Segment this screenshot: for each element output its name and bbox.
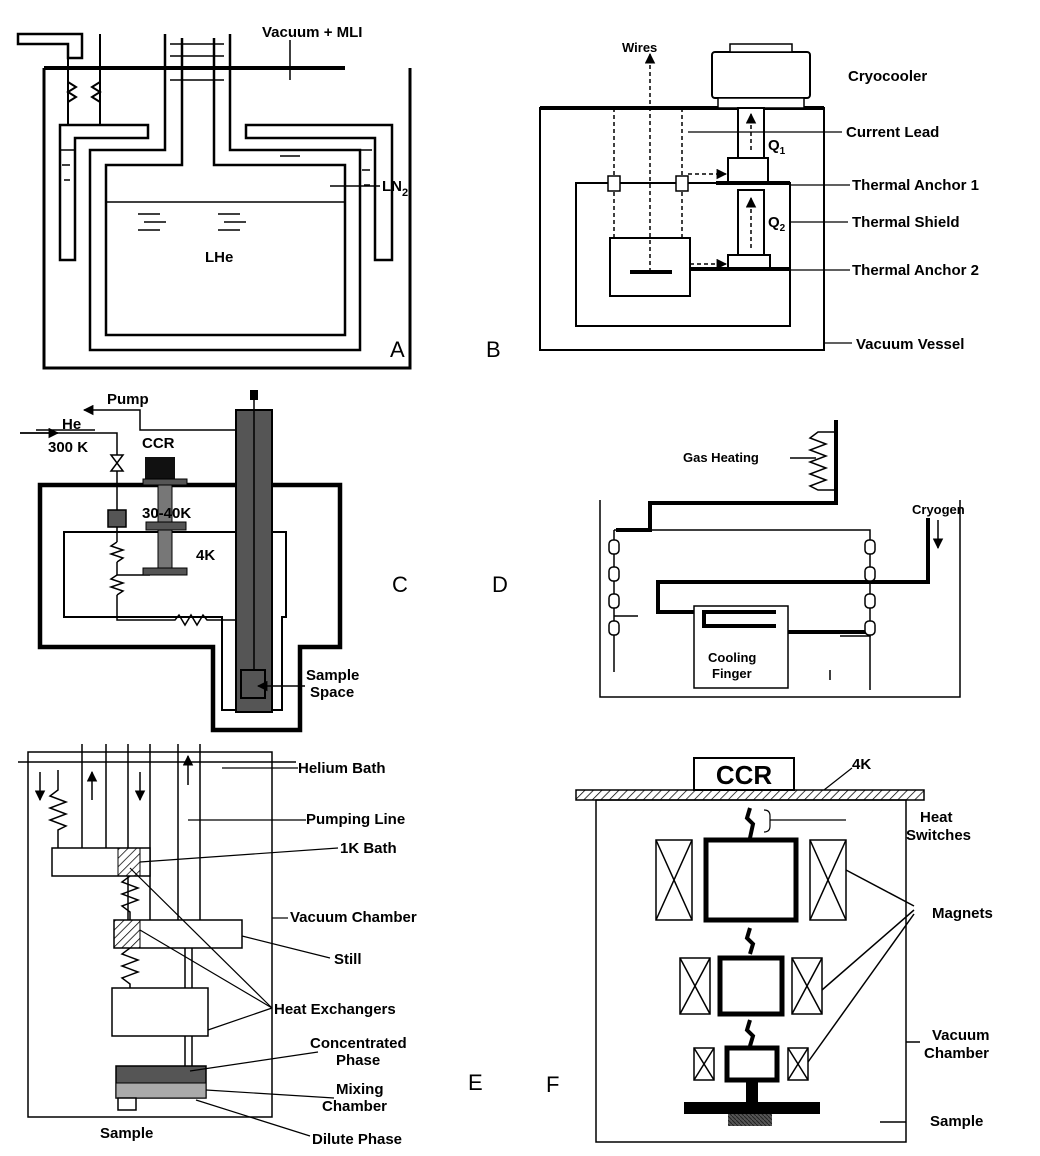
- label-space: Space: [310, 684, 354, 701]
- cryocooler: [711, 51, 811, 99]
- panel-a: Vacuum + MLI LN2 LHe A: [16, 24, 412, 370]
- anchor2-block: [727, 254, 771, 270]
- label-heat: Heat: [920, 809, 953, 826]
- valve-icon: [109, 454, 125, 472]
- vessel-d: [599, 500, 961, 698]
- label-q2: Q2: [768, 214, 786, 234]
- label-cooling: Cooling: [708, 650, 756, 665]
- label-he: He: [62, 416, 81, 433]
- label-vacuum-vessel: Vacuum Vessel: [856, 336, 964, 353]
- label-wires: Wires: [622, 40, 657, 55]
- panel-letter-f: F: [546, 1072, 559, 1097]
- label-sample-f: Sample: [930, 1113, 983, 1130]
- label-switches: Switches: [906, 827, 971, 844]
- fill-line: [16, 32, 84, 60]
- label-1k-bath: 1K Bath: [340, 840, 397, 857]
- label-phase: Phase: [336, 1052, 380, 1069]
- label-4k: 4K: [196, 547, 215, 564]
- label-q1: Q1: [768, 137, 786, 157]
- stage-2: [717, 955, 785, 1017]
- label-4k-f: 4K: [852, 756, 871, 773]
- label-vacuum-chamber-e: Vacuum Chamber: [290, 909, 417, 926]
- label-gas-heating: Gas Heating: [683, 450, 759, 465]
- label-cryogen: Cryogen: [912, 502, 965, 517]
- ccr-box: [693, 757, 795, 791]
- label-helium-bath: Helium Bath: [298, 760, 386, 777]
- panel-d: Gas Heating Cryogen Cooling Finger D: [492, 420, 965, 698]
- label-concentrated: Concentrated: [310, 1035, 407, 1052]
- label-pump: Pump: [107, 391, 149, 408]
- outer-vessel: [42, 68, 412, 370]
- label-lhe: LHe: [205, 249, 233, 266]
- sample-stage-f: [684, 1102, 820, 1114]
- label-ccr-f: CCR: [716, 760, 773, 790]
- label-thermal-anchor-2: Thermal Anchor 2: [852, 262, 979, 279]
- label-sample-e: Sample: [100, 1125, 153, 1142]
- label-vacuum-f: Vacuum: [932, 1027, 990, 1044]
- label-30-40k: 30-40K: [142, 505, 191, 522]
- label-pumping-line: Pumping Line: [306, 811, 405, 828]
- panel-letter-c: C: [392, 572, 408, 597]
- lhe-vessel: [104, 38, 347, 337]
- ccr-head: [145, 457, 175, 479]
- label-ccr: CCR: [142, 435, 175, 452]
- label-thermal-anchor-1: Thermal Anchor 1: [852, 177, 979, 194]
- label-current-lead: Current Lead: [846, 124, 939, 141]
- panel-c: Pump He 300 K CCR 30-40K 4K Sample Space…: [20, 390, 408, 733]
- panel-e: Helium Bath Pumping Line 1K Bath Vacuum …: [18, 744, 483, 1148]
- label-still: Still: [334, 951, 362, 968]
- bellows-right: [90, 81, 102, 103]
- panel-b: Wires Cryocooler Current Lead Q1 Thermal…: [486, 40, 979, 362]
- label-finger: Finger: [712, 666, 752, 681]
- label-chamber-f: Chamber: [924, 1045, 989, 1062]
- label-cryocooler: Cryocooler: [848, 68, 927, 85]
- cold-plate-4k: [575, 789, 925, 801]
- label-dilute-phase: Dilute Phase: [312, 1131, 402, 1148]
- label-ln2: LN2: [382, 178, 408, 199]
- outer-vacuum-can: [37, 482, 343, 733]
- label-300k: 300 K: [48, 439, 88, 456]
- panel-letter-d: D: [492, 572, 508, 597]
- label-vacuum-mli: Vacuum + MLI: [262, 24, 362, 41]
- inner-vessel: [88, 34, 362, 352]
- label-chamber: Chamber: [322, 1098, 387, 1115]
- anchor1-block: [727, 157, 769, 184]
- label-thermal-shield: Thermal Shield: [852, 214, 960, 231]
- label-sample: Sample: [306, 667, 359, 684]
- label-magnets: Magnets: [932, 905, 993, 922]
- bellows-left: [66, 81, 78, 103]
- ln2-jacket-right: [244, 123, 394, 262]
- sample-stage: [609, 237, 691, 297]
- label-heat-exchangers: Heat Exchangers: [274, 1001, 396, 1018]
- sample-space: [240, 669, 266, 699]
- panel-letter-b: B: [486, 337, 501, 362]
- cooling-finger: [693, 605, 789, 689]
- magnet-coils: [655, 839, 847, 1081]
- stage-1: [703, 837, 799, 923]
- stage-3: [724, 1045, 780, 1083]
- label-mixing: Mixing: [336, 1081, 384, 1098]
- panel-letter-a: A: [390, 337, 405, 362]
- panel-letter-e: E: [468, 1070, 483, 1095]
- ln2-jacket-left: [58, 123, 150, 262]
- heat-exchanger-box: [111, 987, 209, 1037]
- panel-f: CCR 4K Heat Switches Magnets Vacuum Cham…: [546, 756, 993, 1143]
